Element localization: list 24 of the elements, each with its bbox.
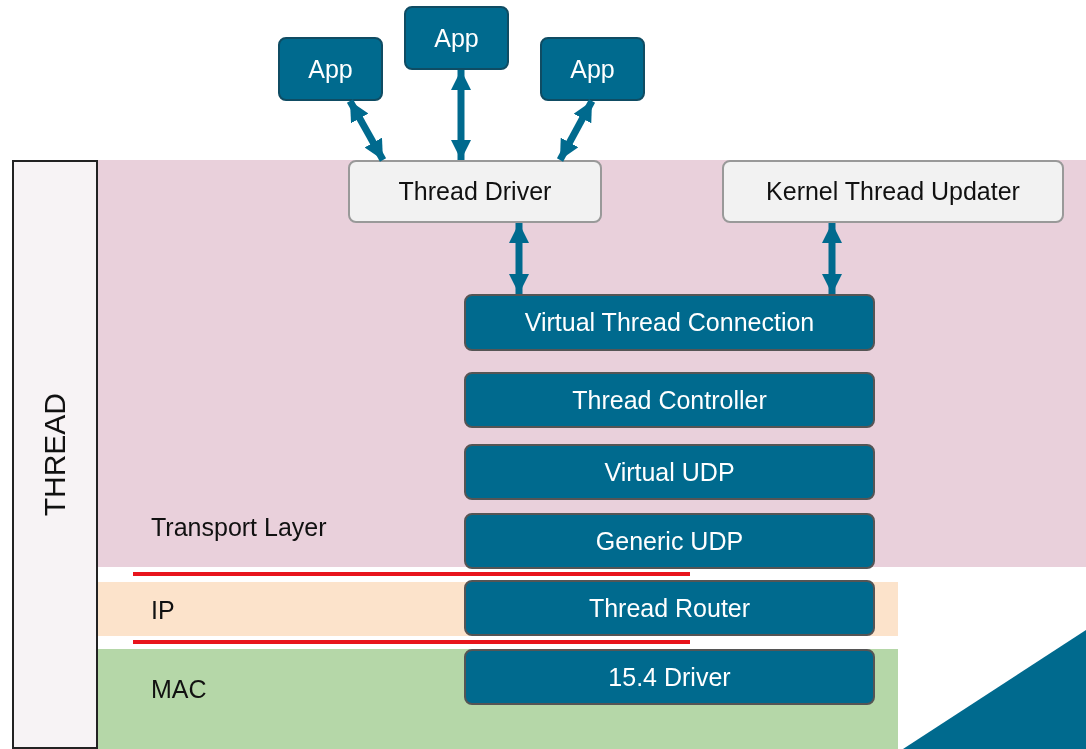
double-arrow	[509, 223, 529, 294]
module-box: Virtual Thread Connection	[464, 294, 875, 351]
layer-band	[98, 160, 1086, 567]
double-arrow	[822, 223, 842, 294]
layer-label: Transport Layer	[151, 513, 327, 542]
layer-band	[98, 582, 898, 636]
layer-band	[98, 649, 898, 749]
module-box: Virtual UDP	[464, 444, 875, 500]
module-box: Thread Router	[464, 580, 875, 636]
module-box: Generic UDP	[464, 513, 875, 569]
double-arrow	[556, 99, 596, 162]
module-box: 15.4 Driver	[464, 649, 875, 705]
module-box: Kernel Thread Updater	[722, 160, 1064, 223]
app-box: App	[404, 6, 509, 70]
module-box: Thread Driver	[348, 160, 602, 223]
module-box: Thread Controller	[464, 372, 875, 428]
stack-label: THREAD	[38, 392, 72, 517]
app-box: App	[278, 37, 383, 101]
layer-label: IP	[151, 596, 175, 625]
app-box: App	[540, 37, 645, 101]
double-arrow	[346, 99, 387, 162]
layer-stack-box	[12, 160, 98, 749]
layer-label: MAC	[151, 675, 207, 704]
double-arrow	[451, 70, 471, 160]
